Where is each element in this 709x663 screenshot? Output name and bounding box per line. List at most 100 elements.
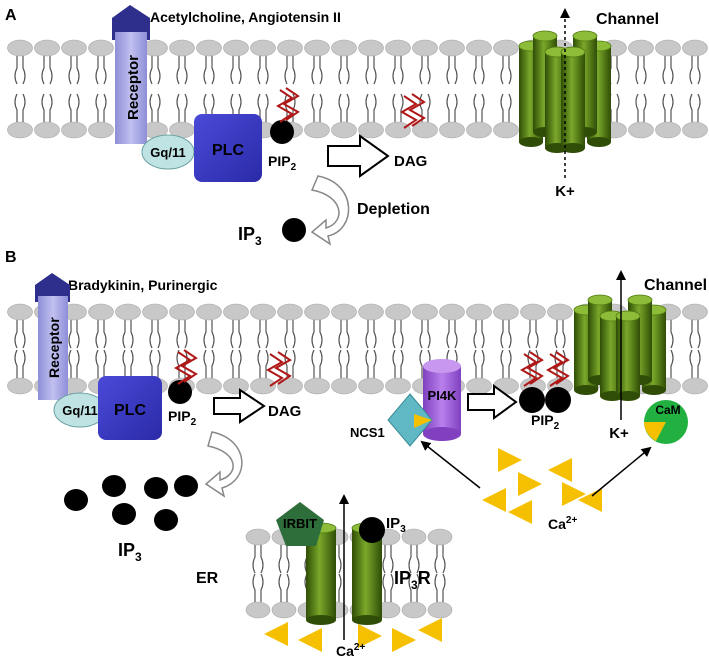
ip3-molecule bbox=[174, 475, 198, 497]
lipid-head bbox=[412, 39, 438, 57]
lipid-tail bbox=[442, 573, 446, 602]
panel-b-ligands: Bradykinin, Purinergic bbox=[68, 277, 218, 293]
lipid-head bbox=[385, 121, 411, 139]
pip2-b-molecule bbox=[168, 380, 192, 404]
lipid-tail bbox=[176, 320, 180, 349]
lipid-head bbox=[466, 39, 492, 57]
lipid-tail bbox=[319, 56, 323, 85]
dag-b bbox=[265, 351, 292, 387]
lipid-head bbox=[439, 303, 465, 321]
lipid-tail bbox=[238, 349, 242, 378]
lipid-tail bbox=[689, 93, 693, 122]
lipid-head bbox=[196, 303, 222, 321]
lipid-tail bbox=[41, 56, 45, 85]
lipid-head bbox=[223, 377, 249, 395]
lipid-tail bbox=[481, 349, 485, 378]
lipid-head bbox=[7, 121, 33, 139]
lipid-tail bbox=[670, 56, 674, 85]
lipid-tail bbox=[265, 349, 269, 378]
lipid-tail bbox=[662, 93, 666, 122]
pi4k-label: PI4K bbox=[428, 388, 458, 403]
lipid-tail bbox=[76, 56, 80, 85]
lipid-tail bbox=[427, 320, 431, 349]
lipid-head bbox=[61, 121, 87, 139]
lipid-head bbox=[682, 121, 708, 139]
lipid-tail bbox=[76, 349, 80, 378]
lipid-tail bbox=[157, 320, 161, 349]
gq11-a: Gq/11 bbox=[141, 134, 195, 170]
lipid-tail bbox=[382, 573, 386, 602]
lipid-tail bbox=[365, 56, 369, 85]
lipid-head bbox=[358, 377, 384, 395]
lipid-tail bbox=[103, 320, 107, 349]
lipid-tail bbox=[176, 56, 180, 85]
lipid-tail bbox=[473, 320, 477, 349]
lipid-tail bbox=[697, 349, 701, 378]
pip2-a-label: PIP2 bbox=[268, 153, 297, 173]
lipid-tail bbox=[149, 349, 153, 378]
irbit-label: IRBIT bbox=[283, 516, 317, 531]
lipid-tail bbox=[338, 573, 342, 602]
ip3-bound-molecule bbox=[359, 517, 385, 543]
lipid-head bbox=[88, 121, 114, 139]
lipid-head bbox=[520, 303, 546, 321]
lipid-tail bbox=[260, 573, 264, 602]
plc-a: PLC bbox=[194, 114, 262, 182]
lipid-tail bbox=[68, 56, 72, 85]
lipid-head bbox=[412, 121, 438, 139]
lipid-head bbox=[331, 121, 357, 139]
lipid-head bbox=[88, 39, 114, 57]
lipid-tail bbox=[408, 573, 412, 602]
pip2-resynth-2 bbox=[545, 387, 571, 413]
ip3r-label: IP3R bbox=[394, 568, 431, 592]
lipid-head bbox=[385, 377, 411, 395]
channel-subunit-base bbox=[574, 385, 598, 395]
lipid-tail bbox=[252, 545, 256, 574]
lipid-tail bbox=[689, 349, 693, 378]
lipid-head bbox=[271, 601, 297, 619]
lipid-tail bbox=[346, 93, 350, 122]
receptor-b-label: Receptor bbox=[46, 317, 62, 378]
calcium-ion bbox=[518, 472, 542, 496]
lipid-head bbox=[250, 377, 276, 395]
channel-subunit bbox=[616, 316, 640, 396]
receptor-a-ligand-cap bbox=[112, 5, 150, 40]
lipid-tail bbox=[319, 93, 323, 122]
calcium-ion bbox=[482, 488, 506, 512]
lipid-tail bbox=[319, 349, 323, 378]
lipid-head bbox=[682, 303, 708, 321]
lipid-tail bbox=[265, 93, 269, 122]
dag-a-label: DAG bbox=[394, 153, 427, 170]
lipid-tail bbox=[373, 93, 377, 122]
channel-subunit-top bbox=[627, 294, 653, 306]
lipid-tail bbox=[284, 320, 288, 349]
lipid-head bbox=[439, 121, 465, 139]
lipid-head bbox=[61, 39, 87, 57]
gq11-b: Gq/11 bbox=[53, 392, 107, 428]
lipid-tail bbox=[689, 56, 693, 85]
lipid-tail bbox=[68, 320, 72, 349]
lipid-tail bbox=[130, 320, 134, 349]
lipid-head bbox=[245, 601, 271, 619]
lipid-head bbox=[401, 601, 427, 619]
channel-subunit-base bbox=[587, 137, 611, 147]
lipid-head bbox=[304, 121, 330, 139]
lipid-head bbox=[277, 303, 303, 321]
lipid-tail bbox=[365, 93, 369, 122]
lipid-tail bbox=[238, 56, 242, 85]
channel-b-label: Channel bbox=[644, 277, 707, 294]
lipid-tail bbox=[22, 320, 26, 349]
lipid-tail bbox=[260, 545, 264, 574]
lipid-head bbox=[7, 377, 33, 395]
lipid-head bbox=[223, 303, 249, 321]
panel-a-ligands: Acetylcholine, Angiotensin II bbox=[150, 9, 341, 25]
ip3-cluster bbox=[64, 475, 198, 531]
lipid-tail bbox=[68, 349, 72, 378]
lipid-tail bbox=[211, 349, 215, 378]
lipid-head bbox=[439, 39, 465, 57]
lipid-tail bbox=[95, 320, 99, 349]
lipid-tail bbox=[500, 56, 504, 85]
lipid-head bbox=[466, 303, 492, 321]
lipid-tail bbox=[365, 320, 369, 349]
pip2-b-label: PIP2 bbox=[168, 408, 197, 428]
